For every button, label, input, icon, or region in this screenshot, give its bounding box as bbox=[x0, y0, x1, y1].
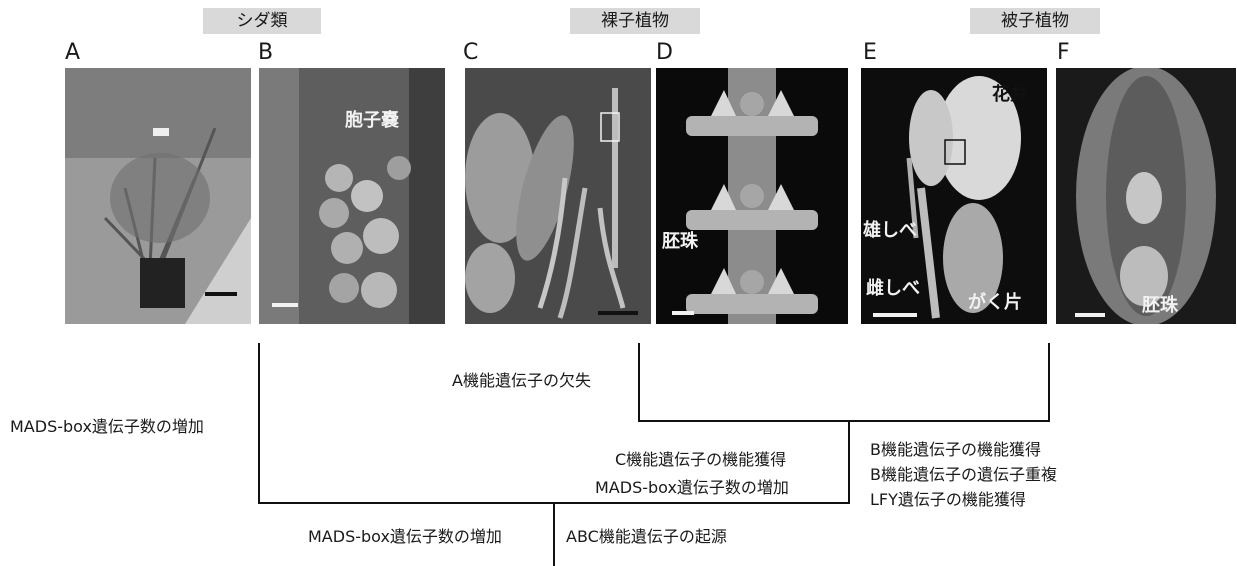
scale-bar-b bbox=[272, 303, 298, 307]
tree-line-seedplants-horizontal bbox=[638, 420, 1050, 422]
tree-label-abc-origin: ABC機能遺伝子の起源 bbox=[566, 523, 727, 547]
label-ovule-f: 胚珠 bbox=[1142, 291, 1178, 317]
tree-line-ferns-vertical bbox=[258, 343, 260, 504]
label-pistil: 雌しべ bbox=[866, 274, 920, 300]
tree-label-mads-increase-root: MADS-box遺伝子数の増加 bbox=[308, 523, 502, 547]
tree-label-c-gain: C機能遺伝子の機能獲得 bbox=[615, 446, 786, 470]
photo-ovary bbox=[1056, 68, 1236, 324]
label-sporangium: 胞子嚢 bbox=[345, 106, 399, 132]
label-petal: 花弁 bbox=[992, 80, 1028, 106]
scale-bar-d bbox=[672, 311, 694, 315]
tree-line-gymnosperms-vertical bbox=[638, 343, 640, 422]
tree-label-loss-a-function: A機能遺伝子の欠失 bbox=[452, 367, 591, 391]
tree-line-seedplants-vertical bbox=[848, 420, 850, 504]
label-ovule-d: 胚珠 bbox=[662, 227, 698, 253]
photo-ovules bbox=[656, 68, 848, 324]
photo-gymnosperm-branch bbox=[465, 68, 651, 324]
scale-bar-f bbox=[1075, 313, 1105, 317]
label-sepal: がく片 bbox=[968, 288, 1022, 314]
tree-line-angiosperms-vertical bbox=[1048, 343, 1050, 422]
panel-letter-f: F bbox=[1057, 40, 1070, 65]
label-stamen: 雄しべ bbox=[863, 216, 917, 242]
photo-fern-plant bbox=[65, 68, 251, 324]
panel-letter-e: E bbox=[863, 40, 877, 65]
tree-label-mads-increase-mid: MADS-box遺伝子数の増加 bbox=[595, 474, 789, 498]
group-label-gymnosperms: 裸子植物 bbox=[570, 8, 700, 34]
panel-letter-b: B bbox=[258, 40, 273, 65]
scale-bar-c bbox=[598, 311, 638, 315]
tree-label-b-duplication: B機能遺伝子の遺伝子重複 bbox=[870, 461, 1057, 485]
tree-line-root-vertical bbox=[553, 502, 555, 566]
panel-letter-a: A bbox=[65, 40, 80, 65]
tree-label-b-gain: B機能遺伝子の機能獲得 bbox=[870, 436, 1041, 460]
group-label-ferns: シダ類 bbox=[203, 8, 321, 34]
scale-bar-a bbox=[205, 292, 237, 296]
tree-label-lfy-gain: LFY遺伝子の機能獲得 bbox=[870, 486, 1026, 510]
panel-letter-d: D bbox=[656, 40, 673, 65]
panel-letter-c: C bbox=[463, 40, 478, 65]
tree-label-mads-increase-left: MADS-box遺伝子数の増加 bbox=[10, 413, 204, 437]
group-label-angiosperms: 被子植物 bbox=[970, 8, 1100, 34]
scale-bar-e bbox=[873, 313, 917, 317]
